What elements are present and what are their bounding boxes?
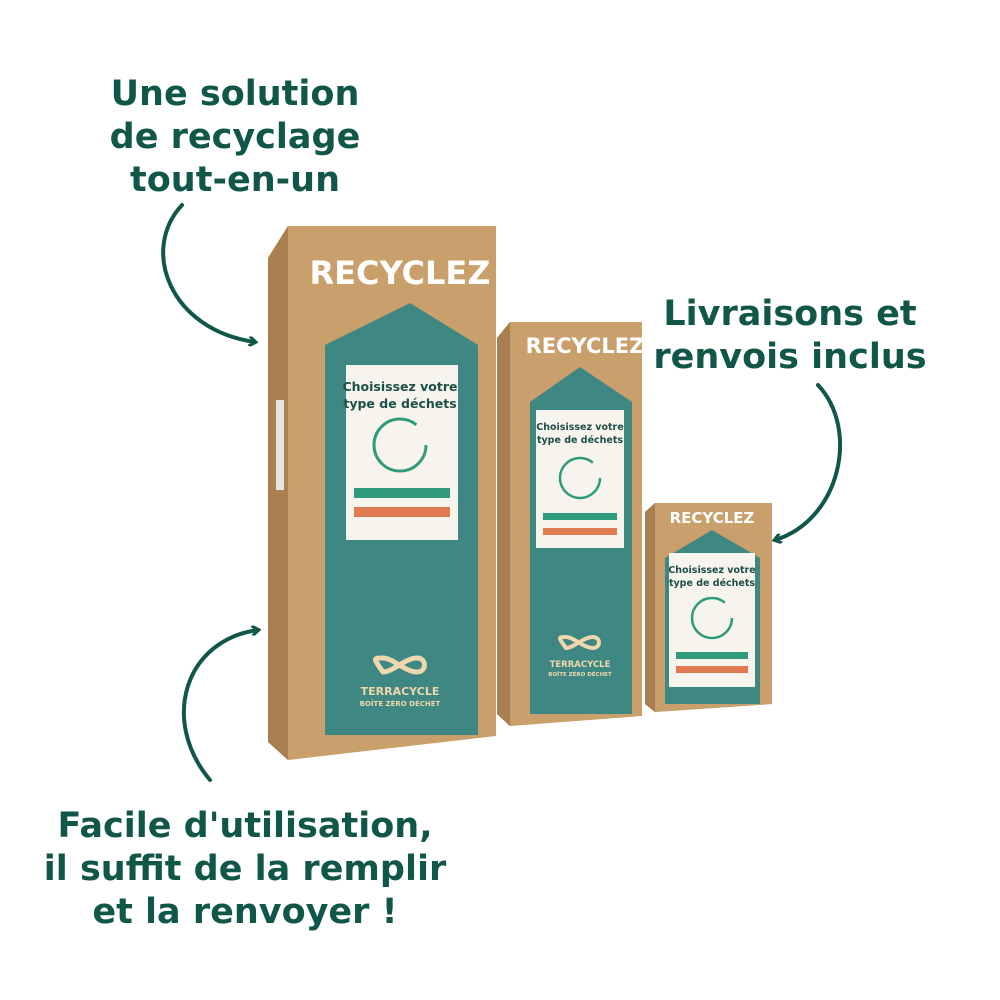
box-title: RECYCLEZ — [526, 334, 645, 358]
callout-line: il suffit de la remplir — [43, 849, 447, 889]
brand-subtitle: BOÎTE ZÉRO DÉCHET — [548, 670, 612, 678]
brand-subtitle: BOÎTE ZÉRO DÉCHET — [360, 699, 441, 708]
label-title: Choisissez votre — [536, 422, 623, 433]
large-box: RECYCLEZ Choisissez votre type de déchet… — [268, 226, 496, 760]
callout-line: de recyclage — [109, 117, 361, 157]
terracycle-logo — [373, 655, 427, 675]
arrow-icon — [161, 203, 255, 342]
label-title: type de déchets — [537, 435, 623, 446]
label-title: Choisissez votre — [668, 565, 755, 576]
brand-name: TERRACYCLE — [550, 660, 611, 670]
terracycle-logo — [558, 634, 601, 651]
callout-all-in-one: Une solution de recyclage tout-en-un — [40, 73, 430, 202]
medium-box: RECYCLEZ Choisissez votre type de déchet… — [497, 322, 644, 726]
recycle-icon — [372, 417, 428, 473]
box-title: RECYCLEZ — [670, 509, 755, 527]
callout-line: Une solution — [110, 74, 360, 114]
callout-line: renvois inclus — [653, 337, 927, 377]
label-title: type de déchets — [343, 396, 456, 411]
small-box: RECYCLEZ Choisissez votre type de déchet… — [645, 503, 772, 712]
callout-shipping-included: Livraisons et renvois inclus — [620, 293, 960, 379]
callout-line: tout-en-un — [130, 160, 340, 200]
recycle-icon — [690, 596, 734, 640]
arrow-icon — [181, 630, 258, 782]
callout-line: Livraisons et — [663, 294, 917, 334]
box-title: RECYCLEZ — [310, 254, 491, 292]
callout-line: Facile d'utilisation, — [57, 806, 433, 846]
arrow-icon — [775, 383, 842, 540]
recycle-icon — [558, 456, 602, 500]
callout-easy-to-use: Facile d'utilisation, il suffit de la re… — [40, 805, 450, 934]
label-title: type de déchets — [669, 578, 755, 589]
label-title: Choisissez votre — [342, 379, 457, 394]
brand-name: TERRACYCLE — [361, 685, 440, 698]
callout-line: et la renvoyer ! — [92, 892, 398, 932]
